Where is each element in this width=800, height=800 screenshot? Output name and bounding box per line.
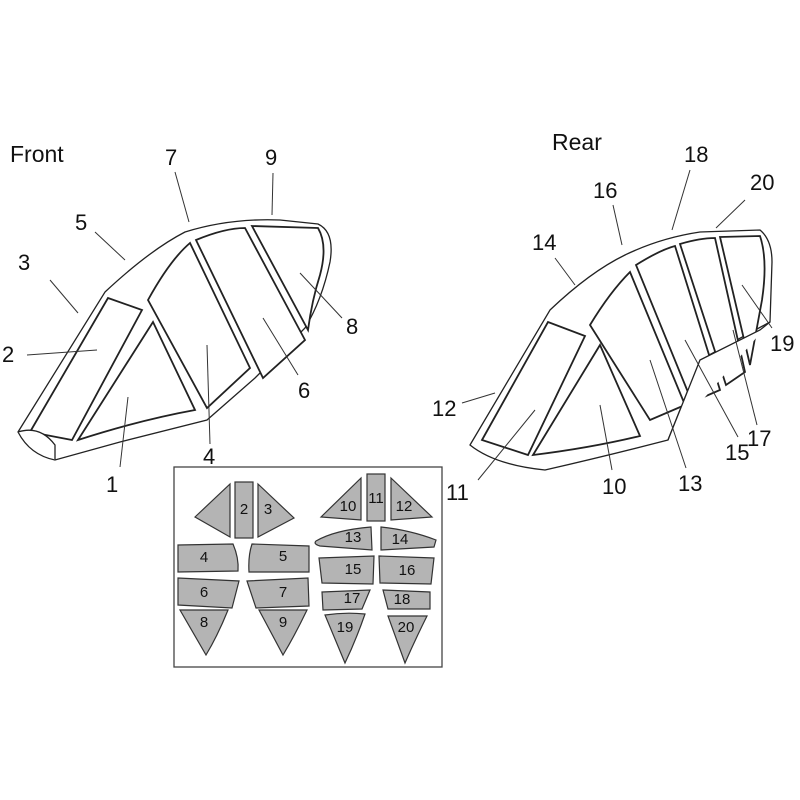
mask-label-12: 12: [396, 498, 413, 515]
mask-piece-6: [177, 577, 240, 609]
mask-label-20: 20: [398, 619, 415, 636]
callout-6: 6: [298, 378, 310, 403]
callout-20: 20: [750, 170, 774, 195]
mask-piece-13: [314, 526, 373, 551]
front-title: Front: [10, 141, 64, 167]
callout-2: 2: [2, 342, 14, 367]
callout-8: 8: [346, 314, 358, 339]
front-callouts: 7 9 5 3 2 8 6 4 1: [2, 145, 358, 497]
mask-label-9: 9: [279, 614, 287, 631]
mask-label-19: 19: [337, 619, 354, 636]
callout-3: 3: [18, 250, 30, 275]
mask-piece-15: [318, 555, 375, 585]
mask-piece-20: [387, 615, 428, 665]
callout-10: 10: [602, 474, 626, 499]
callout-4: 4: [203, 444, 215, 469]
mask-label-8: 8: [200, 614, 208, 631]
mask-label-16: 16: [399, 562, 416, 579]
callout-12: 12: [432, 396, 456, 421]
front-canopy: [17, 219, 332, 461]
mask-piece-10: [319, 476, 362, 521]
mask-label-17: 17: [344, 590, 361, 607]
rear-canopy: [469, 229, 773, 471]
mask-piece-11: [366, 473, 386, 522]
mask-label-14: 14: [392, 531, 409, 548]
rear-callouts: 18 16 20 14 19 12 17 15 13 10 11: [432, 142, 794, 505]
callout-11: 11: [446, 480, 469, 505]
mask-label-13: 13: [345, 529, 362, 546]
mask-label-3: 3: [264, 501, 272, 518]
mask-label-5: 5: [279, 548, 287, 565]
callout-1: 1: [106, 472, 118, 497]
callout-15: 15: [725, 440, 749, 465]
front-panel-6: [194, 227, 307, 380]
mask-label-15: 15: [345, 561, 362, 578]
mask-piece-1: [193, 482, 231, 539]
mask-piece-8: [178, 609, 229, 657]
mask-piece-3: [257, 482, 296, 538]
mask-label-6: 6: [200, 584, 208, 601]
rear-panel-13: [588, 270, 687, 422]
mask-label-7: 7: [279, 584, 287, 601]
mask-piece-19: [324, 612, 366, 665]
callout-14: 14: [532, 230, 556, 255]
callout-17: 17: [747, 426, 771, 451]
mask-label-11: 11: [368, 490, 384, 507]
mask-piece-17: [321, 589, 371, 611]
callout-9: 9: [265, 145, 277, 170]
front-panel-1: [75, 320, 197, 442]
mask-piece-14: [380, 526, 437, 551]
front-panel-8: [250, 225, 325, 333]
mask-piece-7: [246, 577, 310, 609]
mask-label-2: 2: [240, 501, 248, 518]
rear-panel-11: [480, 320, 587, 457]
mask-label-10: 10: [340, 498, 357, 515]
mask-label-18: 18: [394, 591, 411, 608]
mask-piece-4: [177, 543, 239, 573]
front-panel-4: [146, 241, 252, 410]
front-panel-2: [28, 296, 144, 442]
mask-piece-9: [258, 609, 308, 657]
callout-13: 13: [678, 471, 702, 496]
rear-title: Rear: [552, 129, 602, 155]
mask-piece-5: [248, 543, 310, 573]
callout-19: 19: [770, 331, 794, 356]
mask-sheet: 2 3 4 5 6 7 8 9 10 11 12 13 14 15 16 17: [173, 466, 443, 668]
mask-piece-18: [382, 589, 431, 610]
callout-18: 18: [684, 142, 708, 167]
callout-5: 5: [75, 210, 87, 235]
rear-panel-10: [531, 343, 642, 457]
mask-piece-2: [234, 481, 254, 539]
callout-7: 7: [165, 145, 177, 170]
mask-label-4: 4: [200, 549, 208, 566]
callout-16: 16: [593, 178, 617, 203]
mask-piece-16: [378, 555, 435, 585]
mask-piece-12: [390, 476, 434, 521]
